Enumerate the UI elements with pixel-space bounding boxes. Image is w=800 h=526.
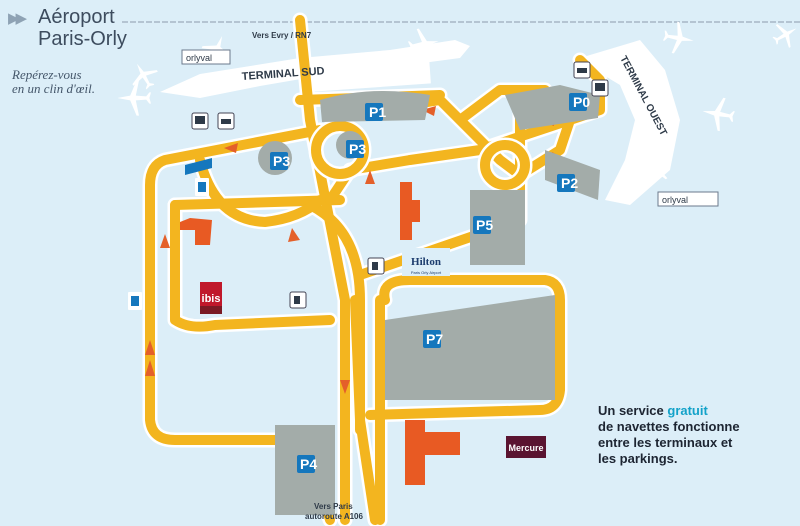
parking-badge-p1[interactable]: P1: [365, 103, 386, 121]
promo-text: Un service: [598, 403, 668, 418]
orlyval-sign-sud[interactable]: orlyval: [181, 49, 231, 65]
hotel-buildings: [180, 158, 460, 485]
hilton-sub: Paris Orly Airport: [411, 270, 442, 275]
airplane-icon: [117, 80, 151, 116]
parking-p1-label: P1: [369, 104, 386, 120]
parking-p3-label: P3: [273, 153, 290, 169]
mercure-building: [405, 420, 460, 485]
orlyval-label: orlyval: [662, 195, 688, 205]
terminal-ouest: [580, 16, 800, 205]
parking-badge-p5[interactable]: P5: [473, 216, 493, 234]
parking-badge-p4[interactable]: P4: [297, 455, 317, 473]
tagline-line1: Repérez-vous: [12, 67, 82, 82]
promo-line4: les parkings.: [598, 451, 678, 466]
promo-line2: de navettes fonctionne: [598, 419, 740, 434]
airplane-icon: [699, 94, 737, 134]
hilton-name: Hilton: [411, 256, 441, 268]
airplane-icon: [661, 19, 697, 57]
airplane-icon: [124, 56, 163, 95]
ibis-building: [180, 218, 212, 245]
orlyval-label: orlyval: [186, 53, 212, 63]
page-title-line2: Paris-Orly: [38, 28, 127, 50]
bus-icon[interactable]: [591, 79, 609, 97]
parking-p7-label: P7: [426, 331, 443, 347]
page-title-line1: Aéroport: [38, 6, 115, 28]
taxi-icon[interactable]: [573, 61, 591, 79]
parking-p2-label: P2: [561, 175, 578, 191]
ibis-label: ibis: [202, 293, 221, 305]
fuel-station-icon[interactable]: [367, 257, 385, 275]
mercure-logo[interactable]: Mercure: [506, 436, 546, 458]
parking-badges: P0 P1 P2 P3 P3 P4 P5 P7: [270, 93, 590, 473]
parking-p4-label: P4: [300, 456, 317, 472]
mercure-label: Mercure: [508, 443, 543, 453]
shuttle-promo: Un service gratuit de navettes fonctionn…: [598, 403, 798, 467]
hotel-shuttle-building: [185, 158, 212, 175]
parking-badge-p3[interactable]: P3: [270, 152, 290, 170]
tagline: Repérez-vous en un clin d'œil.: [12, 68, 95, 96]
bus-icon[interactable]: [191, 112, 209, 130]
road-label-south-2: autoroute A106: [305, 512, 363, 521]
promo-highlight: gratuit: [667, 403, 708, 418]
hilton-logo[interactable]: Hilton Paris Orly Airport: [402, 248, 450, 276]
parking-p0-label: P0: [573, 94, 590, 110]
parking-p5-label: P5: [476, 217, 493, 233]
tagline-line2: en un clin d'œil.: [12, 81, 95, 96]
road-label-south-1: Vers Paris: [314, 502, 353, 511]
parking-p3b-label: P3: [349, 141, 366, 157]
parking-badge-p0[interactable]: P0: [569, 93, 590, 111]
shuttle-icon[interactable]: [195, 178, 209, 196]
road-label-north: Vers Evry / RN7: [252, 31, 312, 40]
double-chevron-icon: ▶▶: [8, 10, 27, 27]
promo-line3: entre les terminaux et: [598, 435, 733, 450]
terminal-sud-label: TERMINAL SUD: [241, 65, 325, 83]
promo-line1: Un service gratuit: [598, 403, 798, 419]
terminal-sud: [117, 25, 470, 116]
fuel-station-icon[interactable]: [289, 291, 307, 309]
parking-badge-p2[interactable]: P2: [557, 174, 578, 192]
ibis-logo[interactable]: ibis: [200, 282, 222, 314]
hilton-building: [400, 182, 420, 240]
parking-badge-p3-b[interactable]: P3: [346, 140, 366, 158]
taxi-icon[interactable]: [217, 112, 235, 130]
orlyval-sign-ouest[interactable]: orlyval: [657, 191, 719, 207]
parking-badge-p7[interactable]: P7: [423, 330, 443, 348]
shuttle-icon[interactable]: [128, 292, 142, 310]
